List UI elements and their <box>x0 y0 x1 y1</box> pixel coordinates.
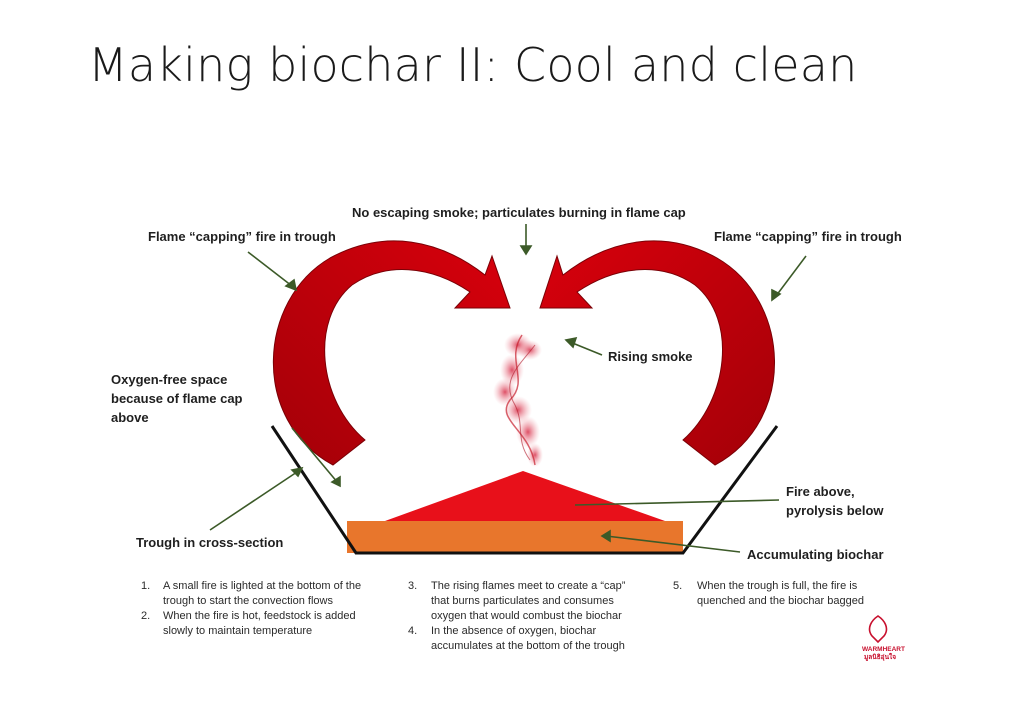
label-oxygen-free-line3: above <box>111 410 149 425</box>
step-5-text-line1: When the trough is full, the fire is <box>697 580 858 592</box>
label-biochar: Accumulating biochar <box>747 547 884 562</box>
step-1-text-line2: trough to start the convection flows <box>163 595 333 607</box>
label-flame-cap-left: Flame “capping” fire in trough <box>148 229 336 244</box>
steps-list: 1. A small fire is lighted at the bottom… <box>141 580 864 652</box>
slide-title: Making biochar II: Cool and clean <box>88 38 858 92</box>
rising-smoke <box>493 333 543 467</box>
step-5-number: 5. <box>673 580 682 592</box>
step-2-text-line2: slowly to maintain temperature <box>163 625 312 637</box>
label-pyrolysis-below: pyrolysis below <box>786 503 884 518</box>
logo-name: WARMHEART <box>862 646 905 653</box>
step-1-number: 1. <box>141 580 150 592</box>
warmheart-logo: WARMHEART มูลนิธิอุ่นใจ <box>862 615 905 662</box>
step-1-text-line1: A small fire is lighted at the bottom of… <box>163 580 361 592</box>
step-2-text-line1: When the fire is hot, feedstock is added <box>163 610 356 622</box>
step-4-number: 4. <box>408 625 417 637</box>
label-flame-cap-right: Flame “capping” fire in trough <box>714 229 902 244</box>
step-4-text-line2: accumulates at the bottom of the trough <box>431 640 625 652</box>
left-flame-arrow <box>272 240 511 466</box>
label-fire-above: Fire above, <box>786 484 855 499</box>
pointer-lines <box>209 224 807 553</box>
step-5-text-line2: quenched and the biochar bagged <box>697 595 864 607</box>
logo-subtitle: มูลนิธิอุ่นใจ <box>864 652 896 662</box>
right-flame-arrow <box>539 240 775 466</box>
step-4-text-line1: In the absence of oxygen, biochar <box>431 625 596 637</box>
trough-outline <box>270 425 779 555</box>
label-oxygen-free-line1: Oxygen-free space <box>111 372 227 387</box>
label-rising-smoke: Rising smoke <box>608 349 693 364</box>
biochar-layer <box>347 521 683 553</box>
label-no-escaping-smoke: No escaping smoke; particulates burning … <box>352 205 686 220</box>
step-3-number: 3. <box>408 580 417 592</box>
step-2-number: 2. <box>141 610 150 622</box>
label-trough: Trough in cross-section <box>136 535 283 550</box>
step-3-text-line1: The rising flames meet to create a “cap” <box>431 580 626 592</box>
step-3-text-line3: oxygen that would combust the biochar <box>431 610 622 622</box>
label-oxygen-free-line2: because of flame cap <box>111 391 243 406</box>
heart-icon <box>868 615 888 644</box>
fire-triangle <box>385 471 665 521</box>
step-3-text-line2: that burns particulates and consumes <box>431 595 614 607</box>
